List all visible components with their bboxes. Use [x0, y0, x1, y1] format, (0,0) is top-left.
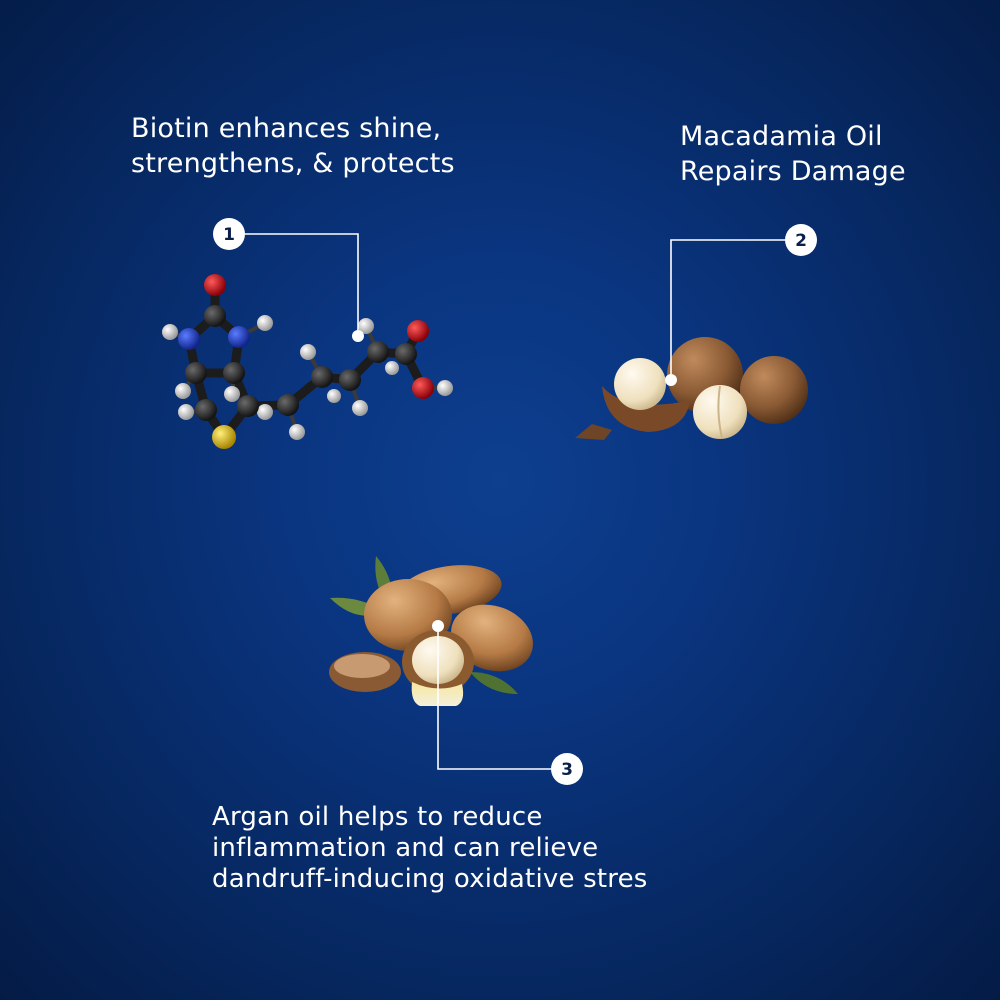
caption-line: Repairs Damage: [680, 156, 906, 187]
leaf: [470, 672, 518, 694]
callout-badge-3: 3: [551, 753, 583, 785]
caption-line: strengthens, & protects: [131, 148, 455, 179]
callout-dots: [352, 330, 677, 632]
callout-number-3: 3: [561, 760, 573, 780]
callout-badge-2: 2: [785, 224, 817, 256]
caption-line: Argan oil helps to reduce: [212, 802, 543, 832]
callout-number-1: 1: [223, 225, 235, 245]
macadamia-whole-nut: [740, 356, 808, 424]
macadamia-caption: Macadamia Oil Repairs Damage: [680, 119, 906, 189]
caption-line: inflammation and can relieve: [212, 833, 599, 863]
molecule-bonds: [184, 280, 428, 442]
callout-badge-1: 1: [213, 218, 245, 250]
caption-line: Macadamia Oil: [680, 121, 883, 152]
macadamia-nuts-icon: [575, 337, 808, 440]
caption-line: dandruff-inducing oxidative stres: [212, 864, 648, 894]
heavy-atoms: [178, 274, 434, 449]
caption-line: Biotin enhances shine,: [131, 113, 442, 144]
argan-caption: Argan oil helps to reduce inflammation a…: [212, 802, 648, 895]
hydrogen-atoms: [162, 315, 453, 440]
biotin-caption: Biotin enhances shine, strengthens, & pr…: [131, 111, 455, 181]
macadamia-kernel: [614, 358, 666, 410]
callout-number-2: 2: [795, 231, 807, 251]
biotin-molecule-icon: [162, 274, 453, 449]
callout-lines: [245, 233, 786, 770]
macadamia-kernel: [693, 385, 747, 439]
shell-fragment: [575, 424, 612, 440]
